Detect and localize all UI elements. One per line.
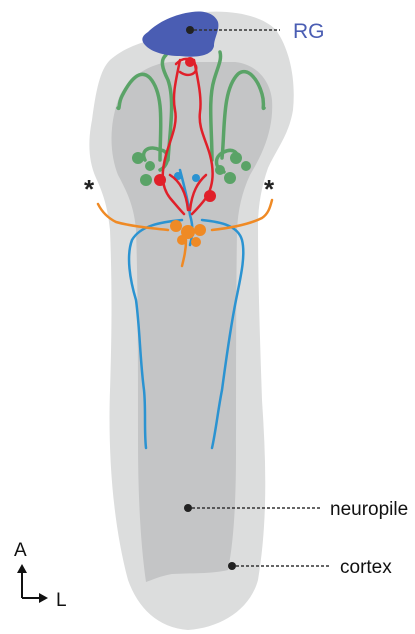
lateral-axis-label: L xyxy=(56,590,67,611)
asterisk-right: * xyxy=(264,174,275,204)
lateral-arrowhead-icon xyxy=(39,593,48,603)
cortex-label: cortex xyxy=(340,557,392,578)
rg-label: RG xyxy=(293,20,325,43)
green-soma xyxy=(230,152,242,164)
neuropile-marker xyxy=(184,504,192,512)
anterior-axis-label: A xyxy=(14,540,27,561)
green-soma xyxy=(215,165,225,175)
green-soma xyxy=(224,172,236,184)
orange-soma xyxy=(177,235,187,245)
green-soma xyxy=(140,174,152,186)
red-soma xyxy=(185,57,195,67)
asterisk-left: * xyxy=(84,174,95,204)
green-soma xyxy=(132,152,144,164)
red-soma xyxy=(154,174,166,186)
orientation-axes: A L xyxy=(14,540,67,611)
orange-soma xyxy=(191,237,201,247)
neuropile-label: neuropile xyxy=(330,499,408,520)
rg-gland xyxy=(142,11,218,56)
anterior-arrowhead-icon xyxy=(17,564,27,573)
orange-soma xyxy=(194,224,206,236)
green-soma xyxy=(241,161,251,171)
blue-soma xyxy=(192,174,200,182)
red-soma xyxy=(204,190,216,202)
cortex-marker xyxy=(228,562,236,570)
green-soma xyxy=(145,161,155,171)
orange-soma xyxy=(170,220,182,232)
rg-marker xyxy=(186,26,194,34)
